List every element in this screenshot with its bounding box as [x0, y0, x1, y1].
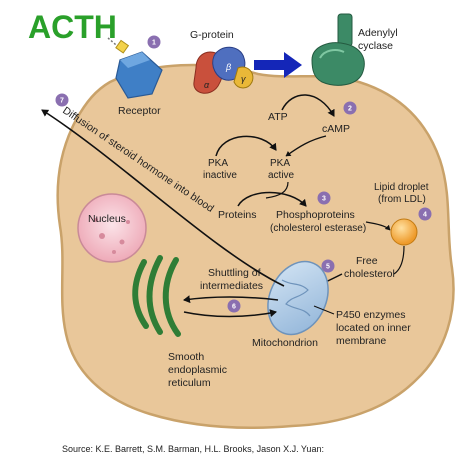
svg-text:3: 3	[322, 196, 326, 203]
diffusion-arrow	[41, 109, 285, 287]
phosphorylation-arrow	[237, 191, 307, 207]
receptor-label: Receptor	[118, 105, 161, 117]
shuttling-label-1: Shuttling of	[208, 267, 261, 279]
er-to-mito-arrow	[183, 309, 277, 318]
svg-text:1: 1	[152, 40, 156, 47]
source-citation: Source: K.E. Barrett, S.M. Barman, H.L. …	[62, 444, 324, 454]
adenylyl-label-2: cyclase	[358, 40, 393, 52]
beta-subunit: β	[225, 62, 231, 72]
esterase-action-arrow	[365, 221, 391, 231]
adenylyl-cyclase-shape	[311, 13, 365, 86]
adenylyl-label-1: Adenylyl	[358, 27, 398, 39]
lipid-droplet-label-2: (from LDL)	[378, 194, 426, 205]
camp-label: cAMP	[322, 123, 350, 135]
svg-text:4: 4	[423, 212, 427, 219]
receptor-shape	[115, 51, 163, 99]
hormone-path	[107, 37, 123, 51]
p450-label-2: located on inner	[336, 322, 411, 334]
svg-text:2: 2	[348, 106, 352, 113]
step-badge-4: 4	[418, 207, 432, 221]
smooth-er	[132, 255, 181, 337]
phosphoproteins-label-2: (cholesterol esterase)	[270, 223, 366, 234]
svg-text:6: 6	[232, 304, 236, 311]
step-badge-1: 1	[147, 35, 161, 49]
lipid-droplet-label-1: Lipid droplet	[374, 182, 429, 193]
free-cholesterol-label-1: Free	[356, 255, 378, 267]
g-protein-label: G-protein	[190, 29, 234, 41]
pka-inactive-label-2: inactive	[203, 170, 237, 181]
lipid-droplet	[390, 218, 418, 246]
svg-text:5: 5	[326, 264, 330, 271]
nucleus-label: Nucleus	[88, 213, 126, 225]
atp-label: ATP	[268, 111, 288, 123]
activation-arrow	[254, 52, 302, 78]
atp-to-camp-arrow	[281, 94, 335, 117]
pka-inactive-label-1: PKA	[208, 158, 228, 169]
phosphoproteins-label-1: Phosphoproteins	[276, 209, 355, 221]
pka-active-label-1: PKA	[270, 158, 290, 169]
pka-active-label-2: active	[268, 170, 295, 181]
acth-ligand	[115, 39, 130, 54]
ser-label-1: Smooth	[168, 351, 204, 363]
lipid-to-free-arrow	[393, 245, 405, 275]
page-title: ACTH	[28, 9, 117, 45]
step-badge-6: 6	[227, 299, 241, 313]
ser-label-3: reticulum	[168, 377, 211, 389]
p450-pointer	[313, 305, 335, 315]
pka-activation-arrow	[215, 135, 277, 157]
camp-activates-pka	[285, 135, 327, 157]
proteins-label: Proteins	[218, 209, 257, 221]
svg-text:7: 7	[60, 98, 64, 105]
step-badge-2: 2	[343, 101, 357, 115]
gamma-subunit: γ	[241, 74, 246, 84]
shuttling-label-2: intermediates	[200, 280, 263, 292]
ser-label-2: endoplasmic	[168, 364, 227, 376]
step-badge-5: 5	[321, 259, 335, 273]
mitochondrion	[267, 260, 329, 336]
mitochondrion-label: Mitochondrion	[252, 337, 318, 349]
p450-label-3: membrane	[336, 335, 386, 347]
free-cholesterol-label-2: cholesterol	[344, 268, 395, 280]
step-badge-3: 3	[317, 191, 331, 205]
p450-label-1: P450 enzymes	[336, 309, 405, 321]
alpha-subunit: α	[204, 80, 210, 90]
g-protein-shape: α β γ	[193, 46, 254, 94]
mito-to-er-arrow	[183, 295, 279, 304]
nucleus	[77, 193, 147, 263]
step-badge-7: 7	[55, 93, 69, 107]
